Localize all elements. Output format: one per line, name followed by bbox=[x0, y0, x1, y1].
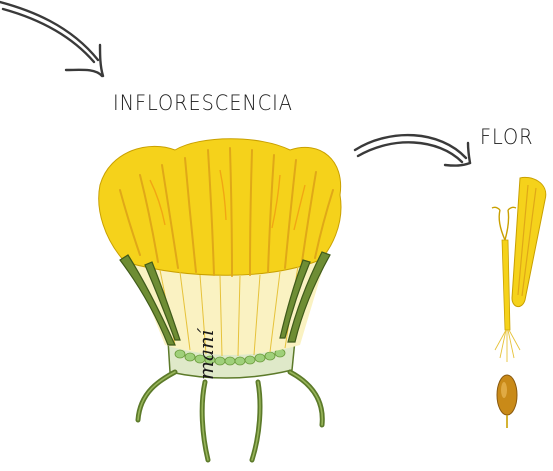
flower-drawing bbox=[492, 177, 546, 428]
inflorescence-label: INFLORESCENCIA bbox=[113, 91, 293, 115]
flower-label: FLOR bbox=[480, 125, 534, 149]
artist-signature: maní bbox=[194, 330, 218, 380]
arrow-top-left bbox=[0, 2, 103, 76]
arrow-to-flower bbox=[355, 135, 470, 166]
inflorescence-drawing bbox=[99, 139, 341, 460]
